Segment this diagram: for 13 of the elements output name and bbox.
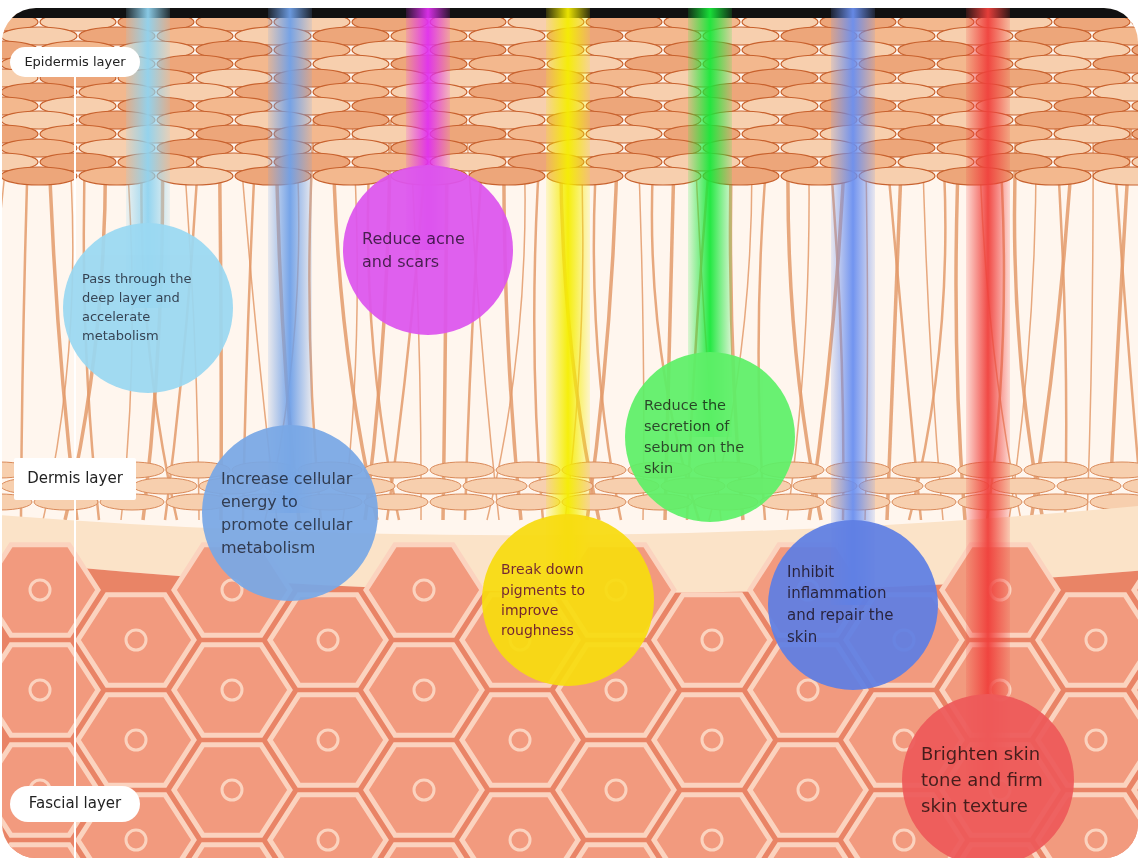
benefit-text: Inhibit inflammation and repair the skin — [787, 561, 895, 648]
layer-name: Fascial layer — [28, 793, 122, 815]
benefit-text: Reduce acne and scars — [362, 227, 466, 273]
layer-name: Epidermis layer — [24, 52, 126, 71]
benefit-text: Increase cellular energy to promote cellular metabolism — [221, 467, 353, 560]
layer-label — [10, 786, 140, 822]
layer-name: Dermis layer — [27, 468, 123, 490]
benefit-text: Reduce the secretion of sebum on the skin — [644, 395, 746, 478]
layer-label — [14, 458, 136, 500]
benefit-text: Brighten skin tone and firm skin texture — [921, 741, 1044, 819]
benefit-text: Pass through the deep layer and accelerate metabolism — [82, 270, 193, 345]
layer-label — [10, 47, 140, 77]
benefit-text: Break down pigments to improve roughness — [501, 560, 587, 641]
